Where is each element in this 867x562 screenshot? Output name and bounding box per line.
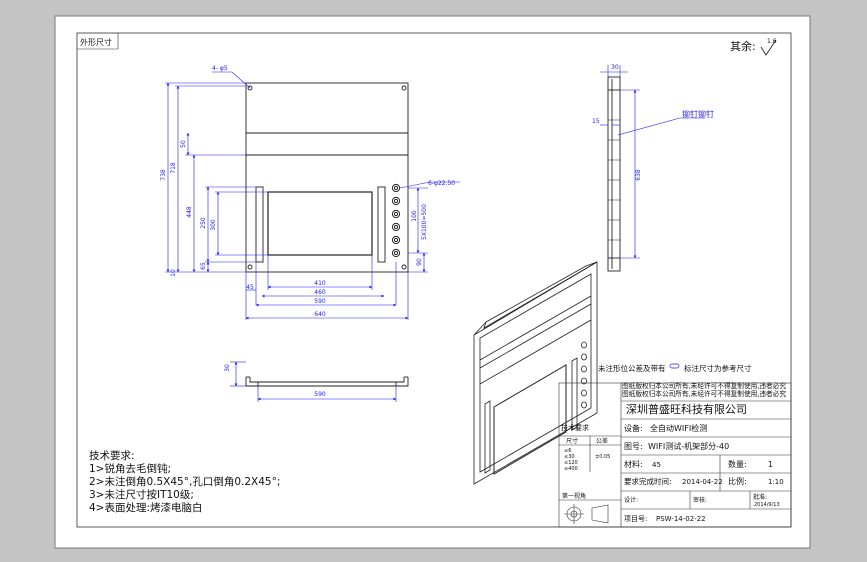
svg-text:448: 448 <box>186 206 193 218</box>
date-value: 2014-04-22 <box>682 478 723 486</box>
svg-text:638: 638 <box>635 169 642 181</box>
tech-item-1: 1>锐角去毛倒钝; <box>89 462 171 475</box>
front-view <box>245 82 409 273</box>
svg-text:±0.05: ±0.05 <box>595 454 610 460</box>
svg-text:≤6: ≤6 <box>564 448 571 454</box>
approve-date: 2014/9/13 <box>754 502 780 508</box>
tb-blur2: 技术要求 <box>561 423 589 432</box>
drawing-sheet <box>54 15 811 549</box>
tech-item-3: 3>未注尺寸按IT10级; <box>89 488 194 501</box>
device-label: 设备: <box>624 423 643 433</box>
side-view <box>607 76 621 272</box>
note-ref-dims: 标注尺寸为参考尺寸 <box>684 363 752 373</box>
svg-text:图纸版权归本公司所有,未经许可不得复制使用,违者必究: 图纸版权归本公司所有,未经许可不得复制使用,违者必究 <box>622 389 786 398</box>
check-label: 审核: <box>693 496 707 504</box>
note-blurred: 图纸版权归本公司所有,未经许可不得复制使用,违者必究 <box>622 381 786 390</box>
bottom-dimensions <box>230 361 397 402</box>
designer-label: 设计: <box>624 496 638 504</box>
approve-label: 批准: <box>753 493 767 501</box>
drawing-value: WIFI测试-机架部分-40 <box>648 441 729 451</box>
svg-text:6-φ22.50: 6-φ22.50 <box>428 180 455 187</box>
svg-text:≤120: ≤120 <box>564 460 578 466</box>
material-label: 材料: <box>624 459 643 469</box>
qty-value: 1 <box>768 460 773 469</box>
svg-text:≤400: ≤400 <box>564 466 578 472</box>
date-label: 要求完成时间: <box>624 476 672 486</box>
projection-symbol-icon <box>564 504 609 524</box>
size-label: 外形尺寸 <box>80 37 112 47</box>
device-value: 全自动WIFI检测 <box>650 423 707 433</box>
front-dim-labels: 4- φ5 738 718 50 448 250 300 65 10 45 41… <box>160 65 455 318</box>
side-dim-labels: 30 15 638 铆钉铆钉 <box>592 64 714 181</box>
scale-label: 比例: <box>728 476 747 486</box>
svg-text:300: 300 <box>210 219 217 231</box>
svg-text:460: 460 <box>314 289 326 296</box>
first-angle-label: 第一视角 <box>562 492 586 500</box>
title-block: 未注形位公差及带有 标注尺寸为参考尺寸 图纸版权归本公司所有,未经许可不得复制使… <box>558 363 792 528</box>
scale-value: 1:10 <box>768 478 784 486</box>
tech-item-4: 4>表面处理:烤漆电脑白 <box>89 501 203 514</box>
svg-text:640: 640 <box>314 311 326 318</box>
svg-text:5X100=500: 5X100=500 <box>421 204 428 240</box>
iso-holes <box>581 341 587 409</box>
svg-text:≤30: ≤30 <box>564 454 575 460</box>
proj-value: PSW-14-02-22 <box>656 515 706 523</box>
side-dimensions <box>600 65 705 259</box>
svg-text:1.6: 1.6 <box>767 38 777 45</box>
svg-text:100: 100 <box>411 210 418 222</box>
bottom-dim-labels: 30 590 <box>224 364 326 398</box>
company-name: 深圳普盛旺科技有限公司 <box>626 402 747 416</box>
svg-text:250: 250 <box>200 217 207 229</box>
svg-text:尺寸: 尺寸 <box>566 437 578 445</box>
material-value: 45 <box>652 461 661 469</box>
svg-text:10: 10 <box>170 269 177 277</box>
drawing-label: 图号: <box>624 442 643 451</box>
note-geo-tol: 未注形位公差及带有 <box>598 363 666 373</box>
note-box-icon <box>669 363 680 369</box>
front-holes <box>391 183 401 258</box>
roughness-symbol-icon: 1.6 <box>760 38 777 56</box>
tech-title: 技术要求: <box>89 449 135 462</box>
svg-text:铆钉铆钉: 铆钉铆钉 <box>682 109 714 119</box>
bottom-view <box>245 376 409 387</box>
svg-text:65: 65 <box>200 262 207 270</box>
roughness-other-label: 其余: <box>730 39 756 53</box>
svg-text:15: 15 <box>592 118 600 125</box>
front-dimensions <box>165 71 460 320</box>
svg-text:50: 50 <box>180 140 187 148</box>
svg-text:4- φ5: 4- φ5 <box>212 65 228 72</box>
tech-requirements: 技术要求: 1>锐角去毛倒钝; 2>未注倒角0.5X45°,孔口倒角0.2X45… <box>89 449 280 514</box>
proj-label: 项目号: <box>624 515 647 523</box>
svg-text:45: 45 <box>246 284 254 291</box>
svg-text:590: 590 <box>314 391 326 398</box>
drawing-border <box>76 32 792 528</box>
svg-text:718: 718 <box>170 162 177 174</box>
isometric-view <box>473 261 598 485</box>
svg-text:90: 90 <box>416 258 423 266</box>
svg-text:738: 738 <box>160 169 167 181</box>
svg-text:30: 30 <box>611 64 619 71</box>
tech-item-2: 2>未注倒角0.5X45°,孔口倒角0.2X45°; <box>89 475 280 488</box>
svg-text:410: 410 <box>314 280 326 287</box>
svg-text:公差: 公差 <box>596 437 608 445</box>
svg-text:590: 590 <box>314 298 326 305</box>
svg-text:30: 30 <box>224 364 231 372</box>
qty-label: 数量: <box>728 459 747 469</box>
